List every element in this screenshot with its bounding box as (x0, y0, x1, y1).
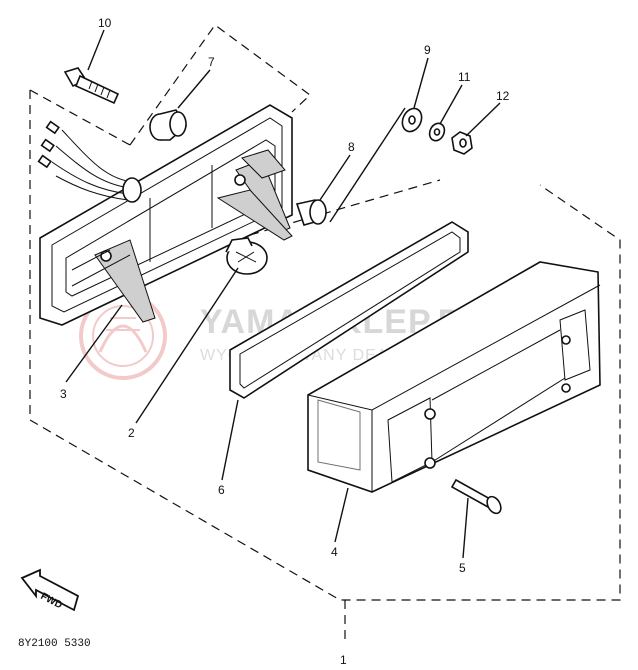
leader-7 (177, 69, 211, 109)
bolt-part-10 (63, 67, 120, 105)
callout-9: 9 (424, 43, 431, 57)
diagram-code: 8Y2100 5330 (18, 638, 91, 650)
callout-11: 11 (458, 70, 471, 84)
leader-8 (319, 154, 351, 201)
callout-8: 8 (348, 140, 355, 154)
leader-lines (65, 29, 501, 559)
callout-7: 7 (208, 55, 215, 69)
callout-1: 1 (340, 653, 347, 667)
grommet-part-7 (149, 109, 188, 141)
leader-6 (221, 399, 239, 481)
wire-harness (37, 120, 142, 203)
leader-10 (87, 29, 105, 71)
callout-10: 10 (98, 16, 112, 30)
lens-part-4 (307, 261, 601, 493)
fwd-arrow-icon: FWD (20, 568, 80, 611)
callout-3: 3 (60, 387, 67, 401)
leader-11 (439, 84, 463, 125)
nut-part-12 (451, 131, 473, 155)
leader-5 (462, 497, 469, 559)
bulb-part-2 (225, 237, 268, 275)
callout-4: 4 (331, 545, 338, 559)
callout-5: 5 (459, 561, 466, 575)
callout-12: 12 (496, 89, 510, 103)
collar-part-8 (295, 199, 327, 226)
leader-9b (329, 107, 406, 223)
lockwasher-part-11 (428, 122, 446, 142)
washer-part-9 (401, 107, 423, 133)
callout-6: 6 (218, 483, 225, 497)
leader-12 (465, 102, 501, 137)
leader-4 (334, 487, 349, 543)
leader-9 (413, 57, 429, 109)
gasket-part-6 (229, 221, 469, 399)
callout-numbers: 1 2 3 4 5 6 7 8 9 10 11 12 (60, 16, 510, 667)
leader-2 (135, 267, 239, 424)
callout-2: 2 (128, 426, 135, 440)
screw-part-5 (450, 478, 502, 515)
housing-part-1 (39, 104, 293, 326)
leader-3 (65, 304, 123, 383)
